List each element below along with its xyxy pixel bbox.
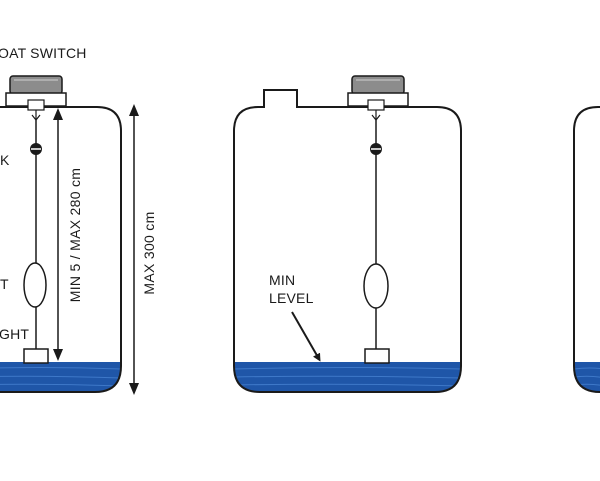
tank-3 [573,106,600,393]
water-2 [234,362,461,392]
cable-length-dimension [53,108,63,361]
tank-2-outline [233,89,462,393]
min-level-arrow [291,311,321,362]
max-height-dimension [129,104,139,395]
tank-label-cut: K [0,152,10,168]
tank-3-outline [573,106,600,393]
cable-clamp-2 [370,143,382,155]
float-1 [23,262,47,308]
float-switch-housing-1 [5,75,67,121]
max-height-label: MAX 300 cm [141,211,157,295]
float-2 [363,263,389,309]
weight-label-cut: GHT [0,326,30,342]
counterweight-2 [364,348,390,364]
cable-clamp-1 [30,143,42,155]
min-level-label-line1: MIN [269,272,296,288]
tank-1 [0,75,139,395]
counterweight-1 [23,348,49,364]
water-1 [0,362,121,392]
min-level-label-line2: LEVEL [269,290,314,306]
cable-length-label: MIN 5 / MAX 280 cm [67,167,83,303]
float-switch-housing-2 [347,75,409,121]
float-switch-label: OAT SWITCH [0,45,87,61]
tank-1-outline [0,106,122,393]
float-label-cut: T [0,276,9,292]
tank-2 [233,75,462,393]
